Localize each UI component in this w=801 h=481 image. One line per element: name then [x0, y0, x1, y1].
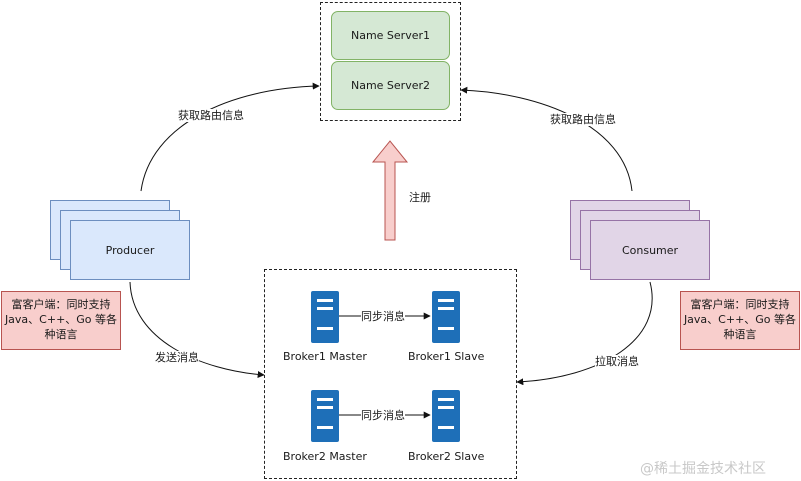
sync-label-2: 同步消息	[361, 409, 405, 422]
broker1-slave-label: Broker1 Slave	[408, 350, 485, 363]
producer-note: 富客户端：同时支持 Java、C++、Go 等各 种语言	[1, 291, 121, 350]
broker2-slave-server-icon	[432, 390, 460, 442]
consumer-note: 富客户端：同时支持 Java、C++、Go 等各 种语言	[680, 291, 800, 350]
consumer-label: Consumer	[621, 243, 679, 257]
producer-route-label: 获取路由信息	[178, 109, 244, 122]
broker1-master-label: Broker1 Master	[283, 350, 367, 363]
broker1-master-server-icon	[311, 291, 339, 343]
consumer-route-label: 获取路由信息	[550, 113, 616, 126]
name-server-group	[320, 2, 461, 121]
name-server-2-label: Name Server2	[350, 79, 431, 92]
broker2-slave-label: Broker2 Slave	[408, 450, 485, 463]
producer-route-edge	[140, 82, 320, 192]
consumer-note-line-2: Java、C++、Go 等各	[683, 313, 797, 326]
name-server-1-label: Name Server1	[350, 29, 431, 42]
consumer-note-line-1: 富客户端：同时支持	[690, 298, 790, 311]
register-arrow	[371, 140, 409, 241]
pull-edge	[516, 281, 653, 386]
broker1-slave-server-icon	[432, 291, 460, 343]
broker2-master-label: Broker2 Master	[283, 450, 367, 463]
producer-node: Producer	[70, 220, 190, 280]
producer-label: Producer	[105, 243, 155, 257]
name-server-1: Name Server1	[331, 11, 450, 60]
producer-note-line-2: Java、C++、Go 等各	[4, 313, 118, 326]
send-edge	[129, 281, 265, 378]
sync-label-1: 同步消息	[361, 310, 405, 323]
broker-group	[264, 269, 517, 479]
consumer-route-edge	[460, 86, 633, 192]
send-label: 发送消息	[155, 351, 199, 364]
register-label: 注册	[409, 191, 431, 204]
pull-label: 拉取消息	[595, 355, 639, 368]
broker2-master-server-icon	[311, 390, 339, 442]
watermark: @稀土掘金技术社区	[640, 461, 766, 477]
consumer-node: Consumer	[590, 220, 710, 280]
producer-note-line-3: 种语言	[44, 328, 78, 341]
consumer-note-line-3: 种语言	[723, 328, 757, 341]
producer-note-line-1: 富客户端：同时支持	[11, 298, 111, 311]
name-server-2: Name Server2	[331, 61, 450, 110]
